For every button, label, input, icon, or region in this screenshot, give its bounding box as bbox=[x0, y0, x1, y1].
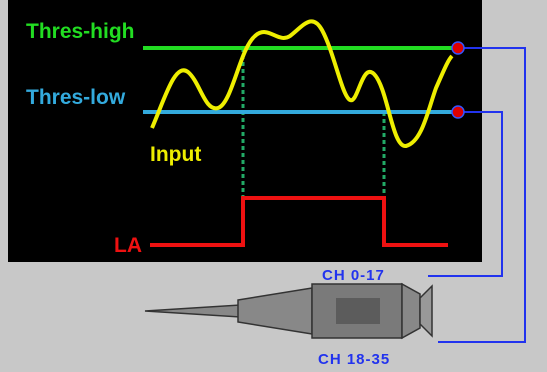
input-waveform bbox=[150, 19, 454, 148]
probe-wire-low bbox=[428, 111, 503, 277]
probe-wire-high bbox=[438, 47, 526, 343]
thres-high-label: Thres-high bbox=[26, 20, 135, 43]
probe-connector bbox=[419, 284, 433, 338]
probe-grip bbox=[336, 298, 380, 324]
thres-low-label: Thres-low bbox=[26, 86, 126, 109]
threshold-node-icon bbox=[451, 105, 465, 119]
probe-tail bbox=[401, 282, 421, 340]
ch-lower-label: CH 18-35 bbox=[318, 351, 390, 368]
la-waveform bbox=[150, 196, 448, 247]
ch-upper-label: CH 0-17 bbox=[322, 267, 385, 284]
probe-needle bbox=[144, 304, 241, 318]
input-label: Input bbox=[150, 143, 201, 166]
probe-tip-cone bbox=[237, 287, 313, 335]
la-label: LA bbox=[114, 234, 142, 257]
logic-probe-icon bbox=[144, 282, 433, 340]
threshold-node-icon bbox=[451, 41, 465, 55]
